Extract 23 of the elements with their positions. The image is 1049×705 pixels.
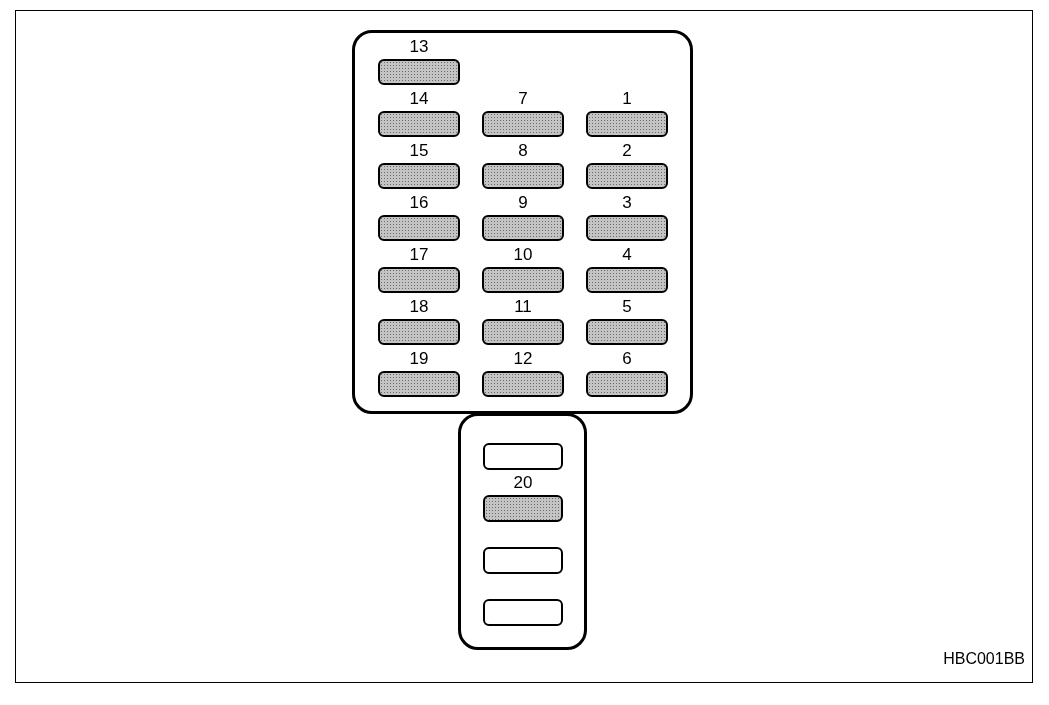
fuse-number: 1 bbox=[622, 90, 632, 108]
fuse-panel bbox=[352, 30, 693, 414]
fuse-number: 12 bbox=[513, 350, 533, 368]
fuse-number: 2 bbox=[622, 142, 632, 160]
figure-code: HBC001BB bbox=[943, 650, 1025, 668]
fuse-number: 20 bbox=[513, 474, 533, 492]
fuse-number: 10 bbox=[513, 246, 533, 264]
fuse-number: 17 bbox=[409, 246, 429, 264]
fuse-number: 6 bbox=[622, 350, 632, 368]
fuse-number: 5 bbox=[622, 298, 632, 316]
fuse-number: 9 bbox=[518, 194, 528, 212]
fuse-number: 4 bbox=[622, 246, 632, 264]
fuse-panel bbox=[458, 413, 587, 650]
fuse-number: 7 bbox=[518, 90, 528, 108]
fuse-number: 11 bbox=[514, 298, 532, 316]
fuse-number: 16 bbox=[409, 194, 429, 212]
fuse-number: 13 bbox=[409, 38, 429, 56]
fuse-number: 18 bbox=[409, 298, 429, 316]
fuse-number: 8 bbox=[518, 142, 528, 160]
fuse-number: 15 bbox=[409, 142, 429, 160]
fuse-number: 3 bbox=[622, 194, 632, 212]
fuse-number: 14 bbox=[409, 90, 429, 108]
fuse-number: 19 bbox=[409, 350, 429, 368]
